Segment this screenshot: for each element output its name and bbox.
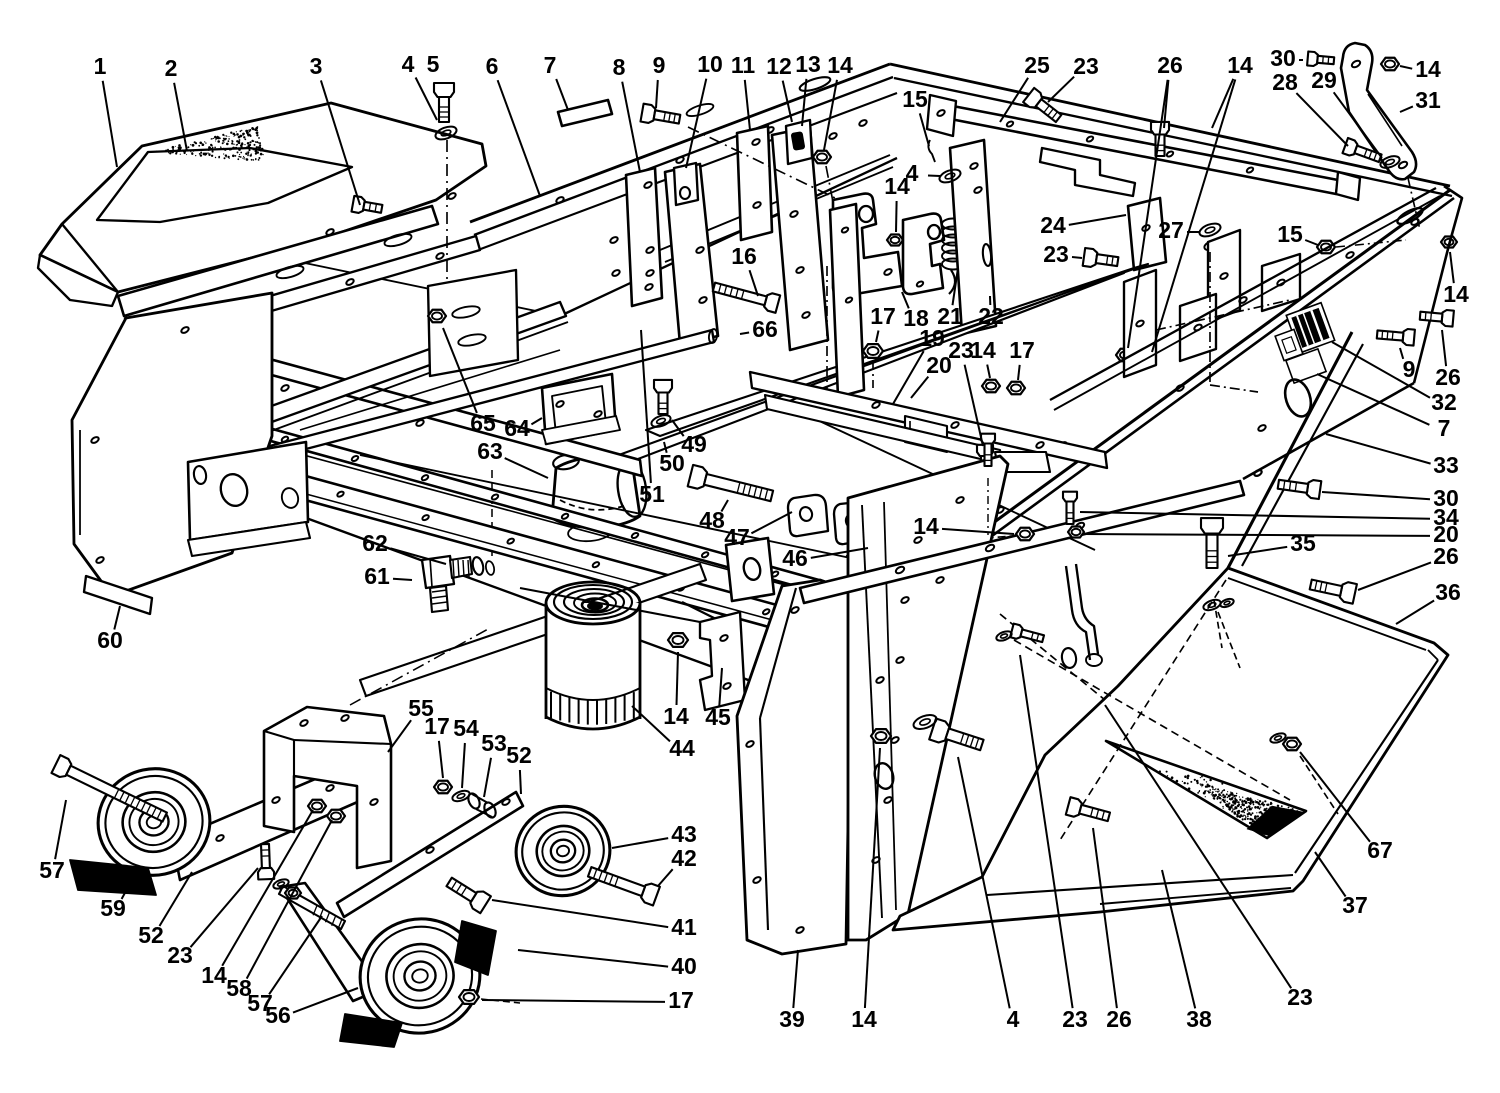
svg-text:15: 15 <box>1277 221 1303 247</box>
svg-text:44: 44 <box>669 735 695 761</box>
svg-text:50: 50 <box>659 450 685 476</box>
svg-text:62: 62 <box>362 530 388 556</box>
svg-text:6: 6 <box>486 53 499 79</box>
svg-text:7: 7 <box>544 52 557 78</box>
svg-text:53: 53 <box>481 730 507 756</box>
svg-text:26: 26 <box>1106 1006 1132 1032</box>
svg-text:56: 56 <box>265 1002 291 1028</box>
svg-text:33: 33 <box>1433 452 1459 478</box>
svg-text:5: 5 <box>427 51 440 77</box>
svg-text:9: 9 <box>1403 356 1416 382</box>
svg-text:8: 8 <box>613 54 626 80</box>
svg-text:26: 26 <box>1433 543 1459 569</box>
svg-text:23: 23 <box>1073 53 1099 79</box>
svg-text:31: 31 <box>1415 87 1441 113</box>
svg-text:15: 15 <box>902 86 928 112</box>
svg-text:40: 40 <box>671 953 697 979</box>
svg-text:9: 9 <box>653 52 666 78</box>
svg-text:14: 14 <box>970 337 996 363</box>
svg-text:51: 51 <box>639 481 665 507</box>
svg-text:14: 14 <box>884 173 910 199</box>
svg-text:23: 23 <box>167 942 193 968</box>
svg-text:13: 13 <box>795 51 821 77</box>
svg-text:67: 67 <box>1367 837 1393 863</box>
svg-text:49: 49 <box>681 431 707 457</box>
svg-text:19: 19 <box>919 325 945 351</box>
svg-text:14: 14 <box>827 52 853 78</box>
svg-text:46: 46 <box>782 545 808 571</box>
svg-text:7: 7 <box>1438 415 1451 441</box>
svg-text:47: 47 <box>724 524 750 550</box>
svg-text:22: 22 <box>978 303 1004 329</box>
svg-text:11: 11 <box>731 52 756 78</box>
svg-text:39: 39 <box>779 1006 805 1032</box>
svg-text:57: 57 <box>39 857 65 883</box>
svg-text:14: 14 <box>1415 56 1441 82</box>
svg-text:41: 41 <box>671 914 697 940</box>
svg-text:61: 61 <box>364 563 390 589</box>
svg-text:29: 29 <box>1311 67 1337 93</box>
svg-text:28: 28 <box>1272 69 1298 95</box>
svg-text:38: 38 <box>1186 1006 1212 1032</box>
svg-text:1: 1 <box>94 53 107 79</box>
svg-text:64: 64 <box>504 415 530 441</box>
svg-text:30: 30 <box>1270 45 1296 71</box>
svg-text:17: 17 <box>424 713 450 739</box>
svg-text:14: 14 <box>663 703 689 729</box>
svg-text:10: 10 <box>697 51 723 77</box>
svg-text:36: 36 <box>1435 579 1461 605</box>
svg-text:14: 14 <box>1443 281 1469 307</box>
svg-text:26: 26 <box>1435 364 1461 390</box>
svg-text:4: 4 <box>1007 1006 1020 1032</box>
svg-text:14: 14 <box>851 1006 877 1032</box>
svg-text:14: 14 <box>913 513 939 539</box>
svg-text:45: 45 <box>705 704 731 730</box>
svg-text:63: 63 <box>477 438 503 464</box>
svg-text:16: 16 <box>731 243 757 269</box>
svg-text:65: 65 <box>470 410 496 436</box>
svg-text:52: 52 <box>506 742 532 768</box>
svg-text:17: 17 <box>870 303 896 329</box>
svg-text:12: 12 <box>766 53 792 79</box>
svg-text:27: 27 <box>1158 217 1184 243</box>
svg-text:32: 32 <box>1431 389 1457 415</box>
svg-text:35: 35 <box>1290 530 1316 556</box>
svg-text:17: 17 <box>1009 337 1035 363</box>
svg-text:24: 24 <box>1040 212 1066 238</box>
svg-text:3: 3 <box>310 53 323 79</box>
svg-text:23: 23 <box>1062 1006 1088 1032</box>
svg-text:42: 42 <box>671 845 697 871</box>
svg-text:60: 60 <box>97 627 123 653</box>
svg-text:25: 25 <box>1024 52 1050 78</box>
svg-text:54: 54 <box>453 715 479 741</box>
svg-text:14: 14 <box>1227 52 1253 78</box>
svg-text:23: 23 <box>1043 241 1069 267</box>
svg-text:43: 43 <box>671 821 697 847</box>
svg-text:4: 4 <box>402 51 415 77</box>
svg-text:2: 2 <box>165 55 178 81</box>
svg-text:17: 17 <box>668 987 694 1013</box>
svg-text:66: 66 <box>752 316 778 342</box>
svg-text:26: 26 <box>1157 52 1183 78</box>
